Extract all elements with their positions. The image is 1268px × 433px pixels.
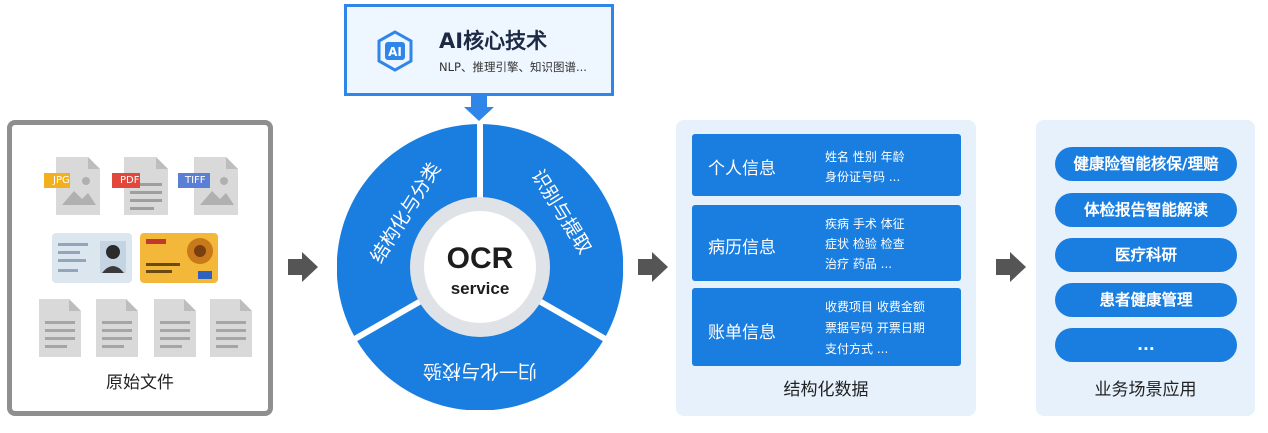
- document-icon: [210, 299, 252, 357]
- scenario-label: 业务场景应用: [1094, 380, 1197, 400]
- info-block-line: 票据号码 开票日期: [825, 321, 925, 335]
- document-icon: [96, 299, 138, 357]
- flow-arrow-icon: [996, 252, 1026, 282]
- info-block-line: 疾病 手术 体征: [825, 217, 905, 231]
- bank-card-icon: [140, 233, 218, 283]
- info-block-title: 病历信息: [708, 238, 776, 258]
- flow-arrow-icon: [288, 252, 318, 282]
- structured-data-panel: 个人信息 姓名 性别 年龄 身份证号码 ... 病历信息 疾病 手术 体征 症状…: [676, 120, 976, 416]
- info-block-medical: 病历信息 疾病 手术 体征 症状 检验 检查 治疗 药品 ...: [692, 205, 961, 281]
- ring-segment-normalize: [355, 267, 605, 410]
- document-icon: [154, 299, 196, 357]
- info-block-line: 收费项目 收费金额: [825, 300, 925, 314]
- down-arrow-icon: [464, 96, 494, 121]
- id-card-icon: [52, 233, 132, 283]
- info-block-billing: 账单信息 收费项目 收费金额 票据号码 开票日期 支付方式 ...: [692, 288, 961, 366]
- info-block-line: 症状 检验 检查: [825, 237, 905, 251]
- ai-core-title: AI核心技术: [439, 29, 548, 53]
- ai-core-subtitle: NLP、推理引擎、知识图谱...: [439, 60, 587, 74]
- scenario-item: ...: [1055, 328, 1237, 362]
- ai-chip-text: AI: [388, 45, 402, 59]
- pdf-file-icon: [112, 157, 168, 215]
- info-block-title: 账单信息: [708, 323, 776, 343]
- info-block-line: 治疗 药品 ...: [825, 257, 893, 271]
- jpg-label: JPG: [53, 175, 70, 186]
- jpg-file-icon: [44, 157, 100, 215]
- structured-data-label: 结构化数据: [783, 380, 869, 400]
- document-icon: [39, 299, 81, 357]
- segment-label-normalize: 归一化与校验: [423, 360, 537, 382]
- source-files-panel: JPG PDF TIFF: [7, 120, 273, 416]
- ocr-title: OCR: [447, 242, 514, 275]
- flow-arrow-icon: [638, 252, 668, 282]
- scenario-item: 体检报告智能解读: [1055, 193, 1237, 227]
- info-block-line: 身份证号码 ...: [825, 170, 901, 184]
- pdf-label: PDF: [120, 175, 140, 186]
- tiff-label: TIFF: [185, 175, 206, 186]
- ai-core-box: AI AI核心技术 NLP、推理引擎、知识图谱...: [344, 4, 614, 96]
- info-block-title: 个人信息: [708, 159, 776, 179]
- info-block-line: 支付方式 ...: [825, 342, 889, 356]
- scenario-item: 医疗科研: [1055, 238, 1237, 272]
- source-files-label: 原始文件: [106, 373, 174, 393]
- scenario-panel: 健康险智能核保/理赔 体检报告智能解读 医疗科研 患者健康管理 ... 业务场景…: [1036, 120, 1255, 416]
- scenario-item: 患者健康管理: [1055, 283, 1237, 317]
- ocr-ring-diagram: OCR service 结构化与分类 识别与提取 归一化与校验: [337, 124, 623, 410]
- ocr-subtitle: service: [451, 279, 510, 298]
- info-block-line: 姓名 性别 年龄: [825, 150, 905, 164]
- info-block-personal: 个人信息 姓名 性别 年龄 身份证号码 ...: [692, 134, 961, 196]
- tiff-file-icon: [178, 157, 238, 215]
- ai-chip-icon: AI: [377, 30, 413, 72]
- scenario-item: 健康险智能核保/理赔: [1055, 147, 1237, 181]
